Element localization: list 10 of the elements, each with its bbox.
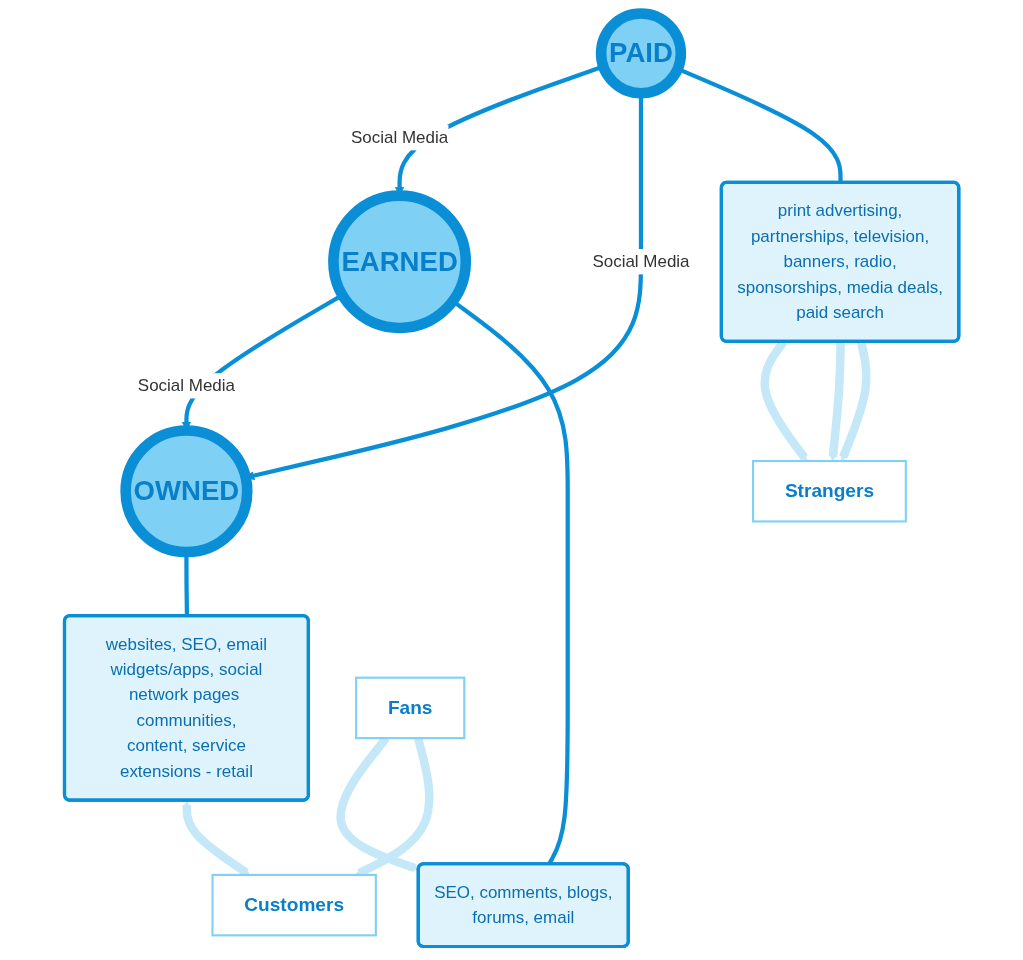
node-box: Strangers: [751, 459, 907, 523]
edge-label: Social Media: [592, 252, 690, 271]
arrow: [828, 341, 845, 462]
node-box: Customers: [211, 873, 377, 937]
edge-label: Social Media: [350, 128, 449, 147]
node-circle: PAID: [595, 8, 686, 99]
node-box: Fans: [354, 676, 466, 740]
edge-label: Social Media: [137, 376, 235, 395]
node-circle: OWNED: [120, 425, 253, 558]
node-circle: EARNED: [328, 190, 471, 334]
